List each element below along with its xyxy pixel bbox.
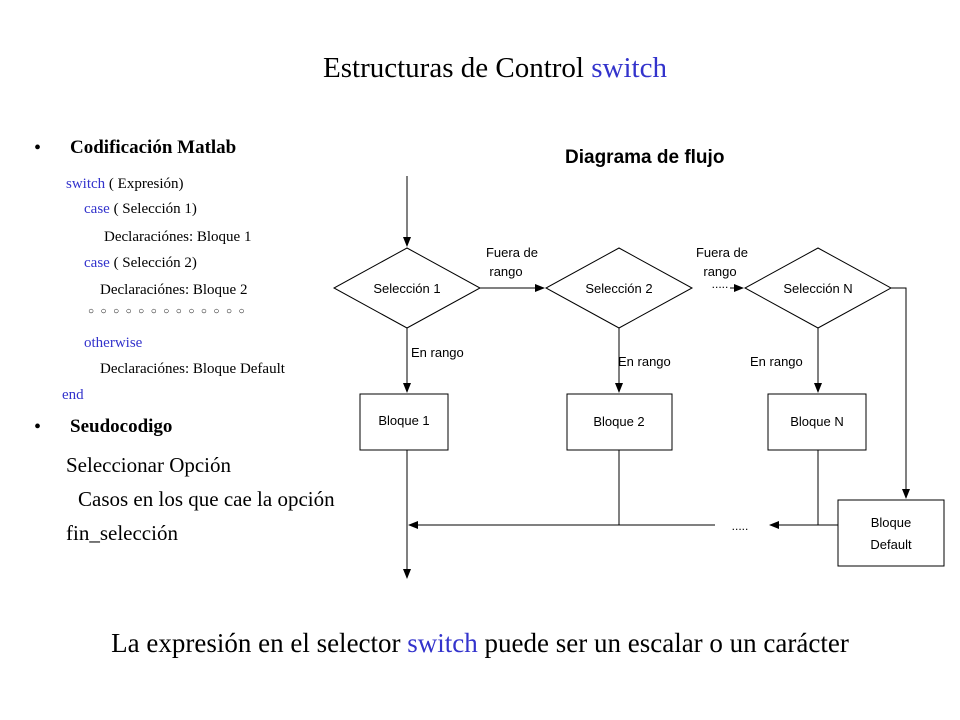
decision-1-label: Selección 1 [373, 281, 440, 296]
block-default [837, 499, 945, 567]
decision-2-label: Selección 2 [585, 281, 652, 296]
block-default-line1: Bloque [871, 515, 911, 530]
code-line-2: case ( Selección 1) [84, 201, 197, 217]
title-text: Estructuras de Control [323, 52, 584, 84]
code-line-3: Declaraciónes: Bloque 1 [104, 229, 252, 245]
code-line-7: otherwise [84, 335, 143, 351]
out-of-range-2-line2: rango [703, 264, 736, 279]
out-of-range-1-line1: Fuera de [486, 245, 538, 260]
footer-text: La expresión en el selector switch puede… [111, 628, 849, 658]
block-2 [566, 393, 673, 451]
block-2-label: Bloque 2 [593, 414, 644, 429]
in-range-n-label: En rango [750, 354, 803, 369]
title-keyword: switch [591, 52, 667, 84]
block-1 [359, 393, 449, 451]
code-line-8: Declaraciónes: Bloque Default [100, 361, 285, 377]
pseudo-line-3: fin_selección [66, 521, 178, 545]
in-range-2-label: En rango [618, 354, 671, 369]
code-line-4: case ( Selección 2) [84, 255, 197, 271]
block-n [767, 393, 867, 451]
flow-title: Diagrama de flujo [565, 147, 725, 168]
page-title: Estructuras de Control switch [0, 52, 960, 85]
block-n-label: Bloque N [790, 414, 843, 429]
default-path [891, 287, 910, 499]
code-line-5: Declaraciónes: Bloque 2 [100, 282, 248, 298]
pseudo-line-1: Seleccionar Opción [66, 453, 232, 477]
heading-pseudo: Seudocodigo [70, 416, 173, 437]
code-dots: ○ ○ ○ ○ ○ ○ ○ ○ ○ ○ ○ ○ ○ [88, 306, 247, 317]
ellipsis-bottom: ..... [732, 519, 749, 533]
in-range-1-label: En rango [411, 345, 464, 360]
decision-n-label: Selección N [783, 281, 852, 296]
code-line-9: end [62, 387, 84, 403]
heading-matlab: Codificación Matlab [70, 137, 237, 158]
ellipsis-top: ..... [712, 277, 729, 291]
bullet-pseudo: • [34, 416, 42, 438]
bullet-matlab: • [34, 137, 42, 159]
pseudo-line-2: Casos en los que cae la opción [78, 487, 335, 511]
code-line-1: switch ( Expresión) [66, 176, 184, 192]
out-of-range-2-line1: Fuera de [696, 245, 748, 260]
block-default-line2: Default [870, 537, 912, 552]
block-1-label: Bloque 1 [378, 413, 429, 428]
out-of-range-1-line2: rango [489, 264, 522, 279]
